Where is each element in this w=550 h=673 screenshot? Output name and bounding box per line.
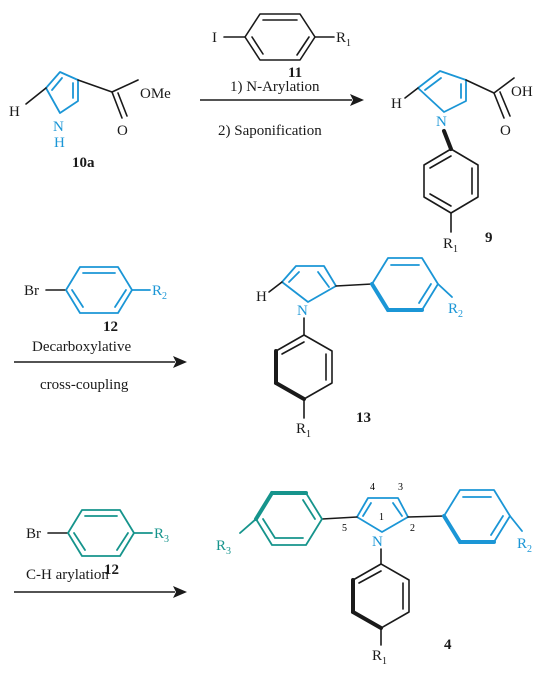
ome-label-10a: OMe <box>140 86 171 102</box>
pyrrole-ring-9 <box>417 70 467 113</box>
condition-saponification: 2) Saponification <box>218 123 322 139</box>
bromo-label-row2: Br <box>24 283 39 299</box>
n-label-4: N <box>372 534 383 550</box>
pyrrole-ring-10a <box>45 71 79 114</box>
r3-label-4: R3 <box>216 538 231 557</box>
h-label-10a: H <box>9 104 20 120</box>
position-4: 4 <box>370 482 375 493</box>
pyrrole-double-bonds-10a <box>51 77 74 99</box>
compound-number-4: 4 <box>444 637 452 653</box>
compound-13: H N R2 R1 13 <box>256 257 463 440</box>
pyrrole-ring-4 <box>356 497 409 533</box>
iodo-label: I <box>212 30 217 46</box>
position-2: 2 <box>410 523 415 534</box>
compound-number-12-row2: 12 <box>103 319 118 335</box>
compound-10a: H N H O OMe 10a <box>9 71 171 171</box>
condition-ch-arylation: C-H arylation <box>26 567 109 583</box>
r1-label-13: R1 <box>296 421 311 440</box>
compound-9: H N O OH R1 9 <box>391 70 533 255</box>
position-5: 5 <box>342 523 347 534</box>
r1-label-11: R1 <box>336 30 351 49</box>
reaction-arrow-2: Decarboxylative cross-coupling <box>14 339 187 393</box>
reagent-12-row3: Br R3 12 <box>26 509 169 578</box>
reagent-11: I R1 11 <box>212 13 351 81</box>
reagent-12-row2: Br R2 12 <box>24 266 167 335</box>
n-label-9: N <box>436 114 447 130</box>
compound-number-13: 13 <box>356 410 371 426</box>
benzene-ring-11 <box>244 13 316 61</box>
compound-number-12-row3: 12 <box>104 562 119 578</box>
position-1: 1 <box>379 512 384 523</box>
oh-label-9: OH <box>511 84 533 100</box>
r2-label-4: R2 <box>517 536 532 555</box>
position-3: 3 <box>398 482 403 493</box>
r2-label-12-row2: R2 <box>152 283 167 302</box>
r1-label-4: R1 <box>372 648 387 667</box>
bromo-label-row3: Br <box>26 526 41 542</box>
r1-label-9: R1 <box>443 236 458 255</box>
r2-label-13: R2 <box>448 301 463 320</box>
pyrrole-ring-13 <box>281 265 337 303</box>
reaction-arrow-3: C-H arylation <box>14 567 187 598</box>
condition-decarboxylative: Decarboxylative <box>32 339 131 355</box>
benzene-ring-9 <box>423 148 479 214</box>
carbonyl-o-9: O <box>500 123 511 139</box>
h-label-13: H <box>256 289 267 305</box>
compound-number-10a: 10a <box>72 155 95 171</box>
r3-label-12-row3: R3 <box>154 526 169 545</box>
condition-n-arylation: 1) N-Arylation <box>230 79 320 95</box>
compound-number-9: 9 <box>485 230 493 246</box>
h-label-9: H <box>391 96 402 112</box>
n-label-13: N <box>297 303 308 319</box>
compound-4: 4 3 5 2 1 N R3 R2 R1 4 <box>216 482 532 667</box>
n-label-10a: N <box>53 119 64 135</box>
compound-number-11: 11 <box>288 65 302 81</box>
nh-h-label-10a: H <box>54 135 65 151</box>
reaction-arrow-1: 1) N-Arylation 2) Saponification <box>200 79 364 139</box>
carbonyl-o-10a: O <box>117 123 128 139</box>
condition-cross-coupling: cross-coupling <box>40 377 129 393</box>
